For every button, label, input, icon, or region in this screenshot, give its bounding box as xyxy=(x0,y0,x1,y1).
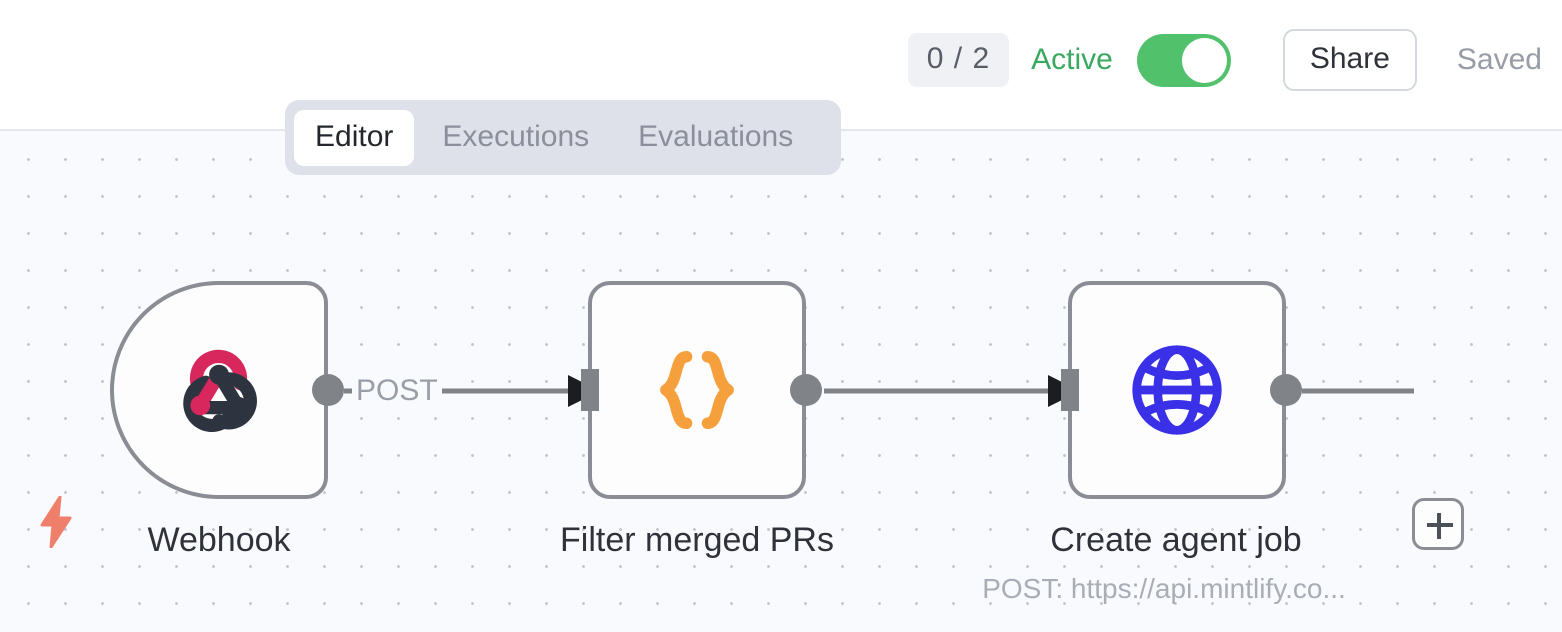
header-actions: 0 / 2 Active Share Saved xyxy=(907,0,1542,120)
workflow-canvas[interactable]: POST Webho xyxy=(0,131,1562,632)
active-status-label: Active xyxy=(1031,43,1113,76)
edge-label-post: POST xyxy=(352,376,442,406)
globe-icon xyxy=(1132,345,1222,435)
toggle-knob xyxy=(1181,37,1227,83)
node-label-webhook: Webhook xyxy=(147,521,291,559)
node-label-create-agent-job: Create agent job xyxy=(1050,521,1302,559)
node-create-agent-job[interactable] xyxy=(1061,281,1302,499)
execution-count-badge: 0 / 2 xyxy=(907,33,1010,87)
saved-status-text: Saved xyxy=(1456,43,1542,76)
curly-braces-icon xyxy=(660,351,734,429)
code-input-port[interactable] xyxy=(581,369,599,411)
code-output-port[interactable] xyxy=(790,374,822,406)
node-label-filter-merged-prs: Filter merged PRs xyxy=(560,521,834,559)
node-subtitle-create-agent-job: POST: https://api.mintlify.co... xyxy=(982,573,1346,604)
share-button[interactable]: Share xyxy=(1282,29,1417,91)
node-webhook[interactable] xyxy=(110,281,344,499)
tab-evaluations[interactable]: Evaluations xyxy=(638,119,794,153)
webhook-logo-icon xyxy=(183,349,257,433)
webhook-output-port[interactable] xyxy=(312,374,344,406)
add-node-button[interactable] xyxy=(1412,498,1464,550)
trigger-bolt-icon xyxy=(40,496,72,548)
tab-executions[interactable]: Executions xyxy=(442,119,590,153)
node-filter-merged-prs[interactable] xyxy=(581,281,822,499)
editor-tabbar: Editor Executions Evaluations xyxy=(285,100,841,175)
http-output-port[interactable] xyxy=(1270,374,1302,406)
http-input-port[interactable] xyxy=(1061,369,1079,411)
active-toggle[interactable] xyxy=(1136,33,1231,87)
tab-editor[interactable]: Editor xyxy=(294,109,415,166)
